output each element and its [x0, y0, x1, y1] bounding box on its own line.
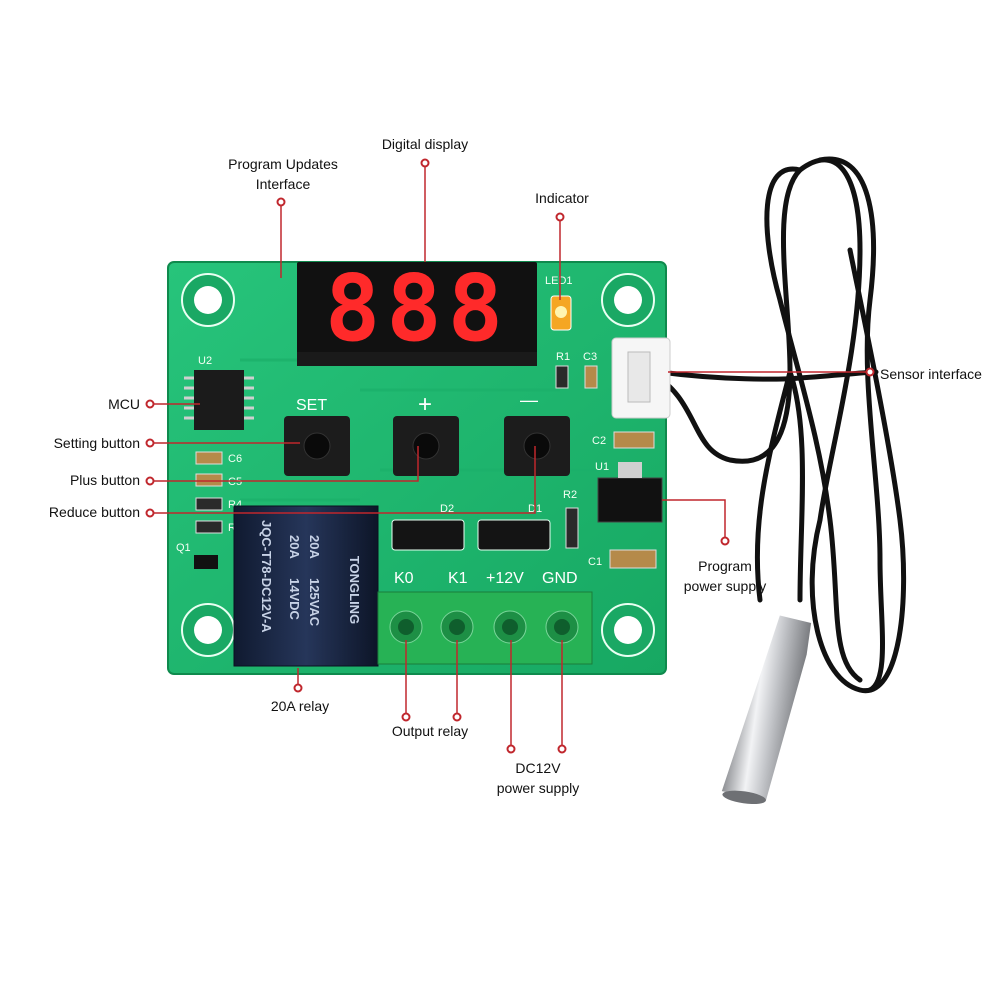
mounting-hole [181, 273, 235, 327]
callout-program-updates-line2: Interface [255, 176, 311, 192]
callout-program-updates-interface: Program Updates Interface [228, 154, 338, 194]
sensor-connector [611, 337, 671, 419]
callout-dc12v-line1: DC12V [515, 760, 561, 776]
minus-silk-label: — [520, 390, 538, 410]
c5-silk: C5 [228, 476, 242, 488]
c2-silk: C2 [592, 435, 606, 447]
display-digits: 888 [325, 255, 509, 362]
c1-silk: C1 [588, 556, 602, 568]
relay-rating1-right: 125VAC [307, 578, 322, 627]
u1-silk: U1 [595, 461, 609, 473]
callout-output-relay: Output relay [391, 723, 469, 739]
c3-silk: C3 [583, 351, 597, 363]
callout-digital-display: Digital display [381, 136, 469, 152]
d2-silk: D2 [440, 503, 454, 515]
terminal-block: K0 K1 +12V GND [377, 570, 593, 665]
plus-button[interactable]: + [393, 391, 459, 476]
callout-indicator: Indicator [535, 190, 589, 206]
callout-reduce-button: Reduce button [48, 504, 140, 520]
terminal-screw [545, 610, 579, 644]
digital-display: 888 [297, 255, 537, 366]
mounting-hole [601, 273, 655, 327]
callout-program-updates-line1: Program Updates [228, 156, 338, 172]
plus-silk-label: + [418, 391, 432, 418]
terminal-screw [493, 610, 527, 644]
relay-rating1-left: 20A [307, 535, 322, 559]
terminal-screw [440, 610, 474, 644]
callout-sensor-interface: Sensor interface [880, 366, 982, 382]
callout-dots [145, 158, 875, 754]
terminal-screw [389, 610, 423, 644]
mounting-hole [601, 603, 655, 657]
c6-silk: C6 [228, 453, 242, 465]
r1-silk: R1 [556, 351, 570, 363]
callout-dc12v-power-supply: DC12V power supply [497, 758, 580, 798]
sensor-cable [647, 156, 907, 694]
relay-rating2-left: 20A [287, 535, 302, 559]
relay-model: JQC-T78-DC12V-A [259, 520, 274, 633]
terminal-label-gnd: GND [542, 570, 578, 587]
relay: TONGLING 20A 125VAC 20A 14VDC JQC-T78-DC… [233, 505, 379, 667]
callout-program-power-line1: Program [698, 558, 752, 574]
relay-brand: TONGLING [347, 556, 362, 624]
q1-silk: Q1 [176, 542, 191, 554]
callout-program-power-line2: power supply [683, 578, 767, 594]
callout-dc12v-line2: power supply [496, 780, 580, 796]
set-silk-label: SET [296, 397, 327, 414]
temperature-probe [721, 615, 812, 805]
callout-setting-button: Setting button [53, 435, 140, 451]
led-indicator: LED1 [545, 275, 573, 331]
led-silk-label: LED1 [545, 275, 573, 287]
callout-program-power-supply: Program power supply [684, 556, 767, 596]
callout-mcu: MCU [108, 396, 140, 412]
relay-rating2-right: 14VDC [287, 578, 302, 621]
callout-lines [150, 162, 870, 748]
mcu-chip: U2 [184, 355, 254, 430]
u2-silk-label: U2 [198, 355, 212, 367]
r2-silk: R2 [563, 489, 577, 501]
callout-plus-button: Plus button [69, 472, 140, 488]
terminal-label-12v: +12V [486, 570, 524, 587]
terminal-label-k1: K1 [448, 570, 468, 587]
callout-20a-relay: 20A relay [270, 698, 330, 714]
terminal-label-k0: K0 [394, 570, 414, 587]
mounting-hole [181, 603, 235, 657]
set-button[interactable]: SET [284, 397, 350, 476]
smd-components: R1 C3 C2 U1 R2 C1 C6 C5 R4 R6 Q1 D2 D1 [176, 351, 663, 569]
reduce-button[interactable]: — [504, 390, 570, 476]
